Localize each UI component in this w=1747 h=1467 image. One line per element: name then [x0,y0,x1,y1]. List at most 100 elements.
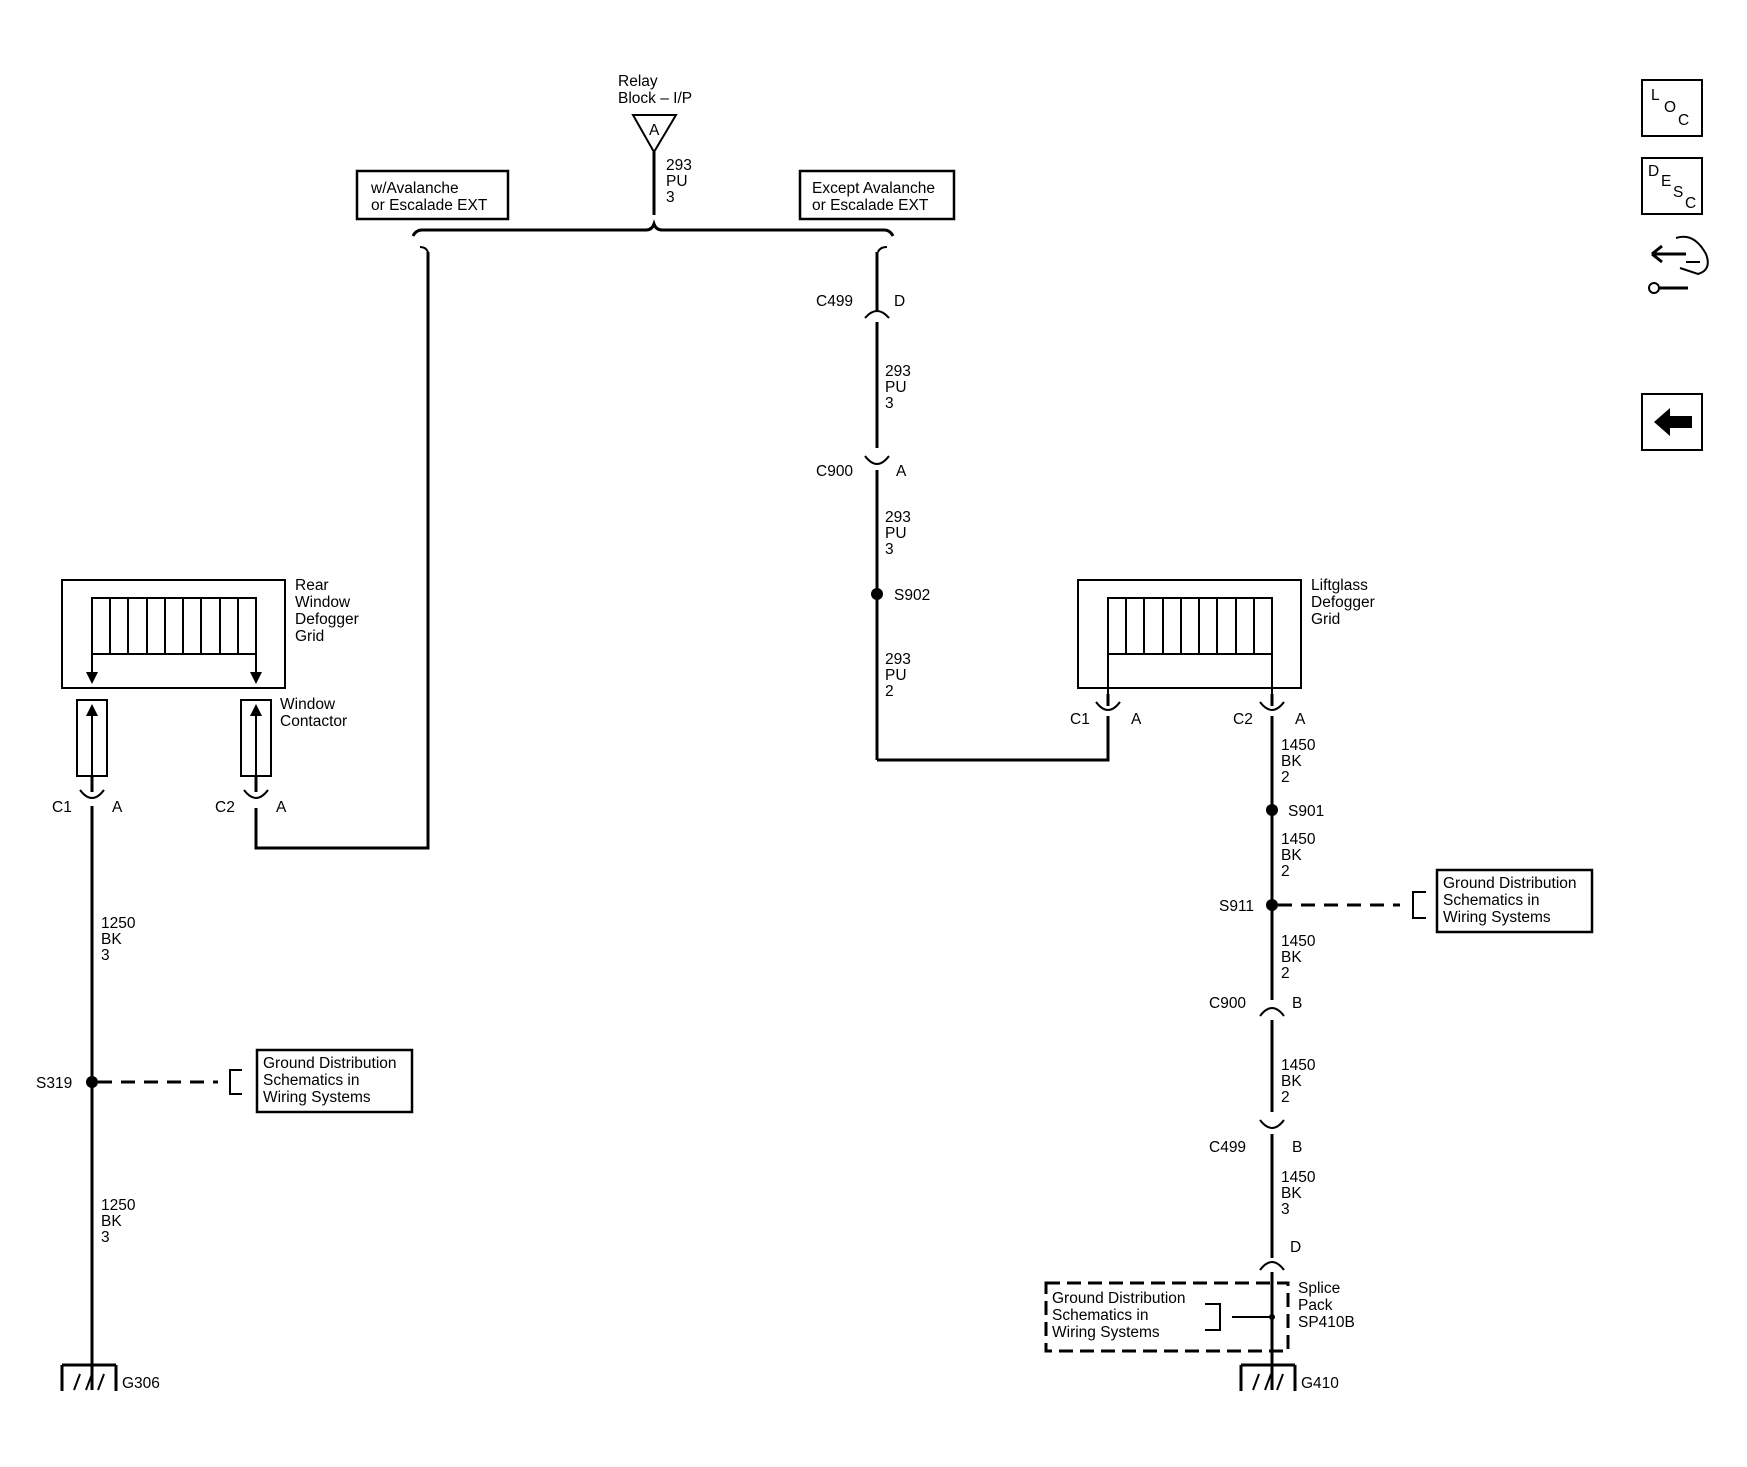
svg-text:3: 3 [1281,1201,1290,1218]
svg-text:A: A [896,463,907,480]
wire-label-relay-out: 293 PU 3 [666,157,692,206]
relay-pin-triangle [631,114,678,154]
svg-text:BK: BK [1281,949,1302,966]
svg-text:D: D [894,293,905,310]
ground-g306: G306 [60,1363,160,1392]
back-button[interactable] [1641,393,1703,451]
svg-text:C: C [1685,195,1696,212]
svg-text:BK: BK [1281,1073,1302,1090]
svg-text:Ground Distribution: Ground Distribution [1052,1290,1186,1307]
svg-text:or Escalade EXT: or Escalade EXT [371,197,488,214]
wire-label-c499-c900: 293 PU 3 [885,363,911,412]
rear-grid-label: Rear Window Defogger Grid [295,577,359,645]
splice-s901: S901 [1266,803,1324,820]
svg-text:C1: C1 [52,799,72,816]
desc-button[interactable]: D E S C [1641,157,1703,215]
svg-text:G410: G410 [1301,1375,1339,1392]
connector-c499-bottom: C499 B [1209,1119,1302,1156]
window-contact-c1 [76,699,108,777]
ground-ref-right[interactable]: Ground Distribution Schematics in Wiring… [1435,868,1594,934]
svg-text:SP410B: SP410B [1298,1314,1355,1331]
connector-lift-c2: C2 A [1233,694,1306,728]
svg-text:S911: S911 [1219,898,1254,915]
svg-text:w/Avalanche: w/Avalanche [370,180,459,197]
wire-label-c900-c499: 1450 BK 2 [1281,1057,1316,1106]
connector-c900-top: C900 A [816,455,907,480]
connector-rear-c2: C2 A [215,776,287,816]
svg-text:S902: S902 [894,587,930,604]
svg-text:Defogger: Defogger [1311,594,1375,611]
wire-label-s902-c1: 293 PU 2 [885,651,911,700]
svg-text:Ground Distribution: Ground Distribution [263,1055,397,1072]
svg-text:Schematics in: Schematics in [1443,892,1539,909]
svg-text:293: 293 [885,651,911,668]
svg-text:O: O [1664,99,1676,116]
ground-ref-bracket-bottom [1205,1303,1221,1331]
svg-text:293: 293 [885,363,911,380]
wire-label-s319-down: 1250 BK 3 [101,1197,136,1246]
svg-text:1450: 1450 [1281,737,1316,754]
svg-text:PU: PU [885,379,907,396]
ground-ref-bracket-left [229,1069,242,1095]
svg-text:BK: BK [101,931,122,948]
svg-text:Schematics in: Schematics in [263,1072,359,1089]
svg-text:G306: G306 [122,1375,160,1392]
variant-box-right: Except Avalanche or Escalade EXT [798,169,956,221]
svg-text:Schematics in: Schematics in [1052,1307,1148,1324]
svg-text:3: 3 [666,189,675,206]
svg-text:C: C [1678,112,1689,129]
liftglass-defogger-grid [1077,579,1302,694]
svg-text:S901: S901 [1288,803,1324,820]
svg-text:C499: C499 [1209,1139,1246,1156]
svg-text:293: 293 [666,157,692,174]
ground-g410: G410 [1239,1363,1339,1392]
wire-avalanche-feed [254,252,430,850]
svg-text:2: 2 [1281,965,1290,982]
svg-text:Ground Distribution: Ground Distribution [1443,875,1577,892]
ground-ref-left[interactable]: Ground Distribution Schematics in Wiring… [255,1048,414,1114]
svg-text:3: 3 [885,395,894,412]
wiring-tools-icon[interactable] [1648,235,1709,294]
wire-label-s901-s911: 1450 BK 2 [1281,831,1316,880]
svg-text:2: 2 [1281,1089,1290,1106]
svg-text:Window: Window [295,594,351,611]
connector-rear-c1: C1 A [52,776,123,816]
window-contact-c2 [240,699,272,777]
svg-text:Wiring Systems: Wiring Systems [263,1089,371,1106]
relay-label-line2: Block – I/P [618,90,692,107]
ground-ref-bottom[interactable]: Ground Distribution Schematics in Wiring… [1052,1290,1186,1341]
svg-text:3: 3 [101,947,110,964]
svg-text:PU: PU [885,667,907,684]
svg-text:C2: C2 [215,799,235,816]
svg-text:Contactor: Contactor [280,713,347,730]
svg-text:C900: C900 [816,463,853,480]
svg-text:S: S [1673,184,1683,201]
splice-s319: S319 [36,1075,98,1092]
svg-text:3: 3 [101,1229,110,1246]
svg-text:C900: C900 [1209,995,1246,1012]
svg-text:Splice: Splice [1298,1280,1340,1297]
svg-text:A: A [1295,711,1306,728]
svg-text:B: B [1292,995,1302,1012]
svg-text:1450: 1450 [1281,933,1316,950]
connector-c900-bottom: C900 B [1209,995,1302,1036]
back-arrow-icon [1654,408,1692,436]
svg-text:1250: 1250 [101,915,136,932]
relay-label-line1: Relay [618,73,658,90]
loc-button[interactable]: L O C [1641,79,1703,137]
svg-text:B: B [1292,1139,1302,1156]
left-variant-hook [419,246,429,253]
svg-text:Wiring Systems: Wiring Systems [1052,1324,1160,1341]
svg-text:Window: Window [280,696,336,713]
wire-label-s319-up: 1250 BK 3 [101,915,136,964]
svg-text:E: E [1661,173,1671,190]
wire-label-c2-s901: 1450 BK 2 [1281,737,1316,786]
svg-text:293: 293 [885,509,911,526]
liftglass-grid-label: Liftglass Defogger Grid [1311,577,1375,628]
svg-text:PU: PU [666,173,688,190]
connector-lift-c1: C1 A [1070,694,1142,728]
svg-text:PU: PU [885,525,907,542]
svg-text:1250: 1250 [101,1197,136,1214]
